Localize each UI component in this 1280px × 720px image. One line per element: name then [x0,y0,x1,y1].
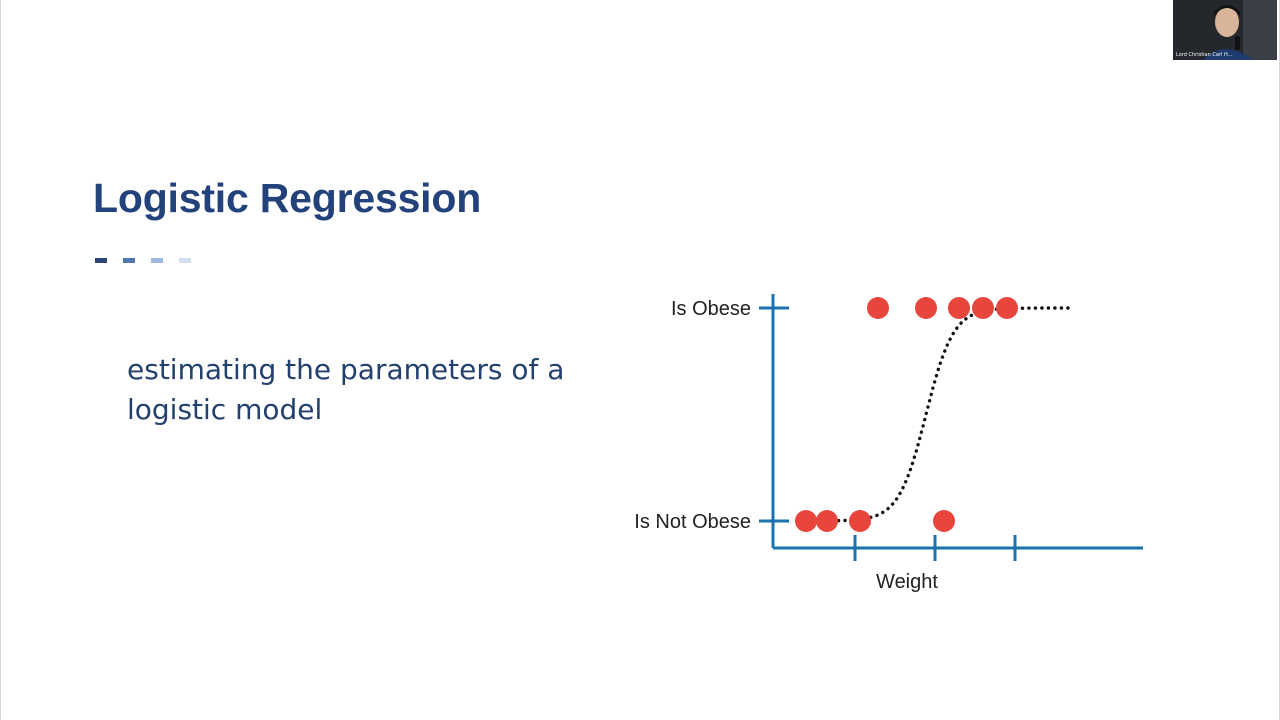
title-underline-dashes [95,258,191,263]
data-point [867,297,889,319]
title-dash [179,258,191,263]
title-dash [95,258,107,263]
data-point [849,510,871,532]
y-category-label: Is Not Obese [634,511,751,533]
x-axis-label: Weight [876,571,938,593]
data-point [996,297,1018,319]
slide-title: Logistic Regression [93,175,482,221]
data-point [972,297,994,319]
data-point [948,297,970,319]
presenter-avatar-icon [1173,0,1277,60]
webcam-thumbnail[interactable]: Lord Christian Carl H... [1173,0,1277,60]
chart-points-layer [795,297,1018,532]
webcam-participant-name: Lord Christian Carl H... [1176,52,1233,58]
data-point [816,510,838,532]
chart-curve-layer [804,306,1072,523]
chart-axes [759,294,1143,561]
data-point [795,510,817,532]
logistic-curve [804,306,1072,523]
title-dash [151,258,163,263]
title-dash [123,258,135,263]
slide-border-left [0,0,1,720]
y-category-label: Is Obese [671,298,751,320]
slide-body-text: estimating the parameters of a logistic … [127,353,565,426]
data-point [915,297,937,319]
data-point [933,510,955,532]
